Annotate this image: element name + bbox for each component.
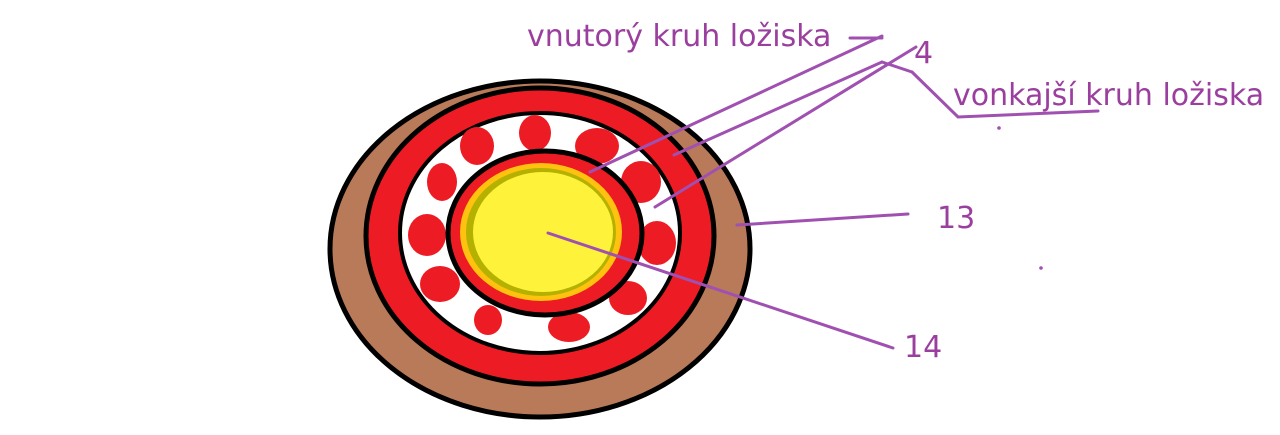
leader-line-outer-ring [910, 70, 1100, 119]
ball [427, 163, 457, 201]
leader-line-4 [672, 60, 884, 157]
ball [460, 127, 494, 165]
stray-dot [997, 126, 1001, 130]
leader-line-inner-ring [588, 34, 884, 174]
label-number-14: 14 [904, 330, 942, 365]
leader-line-14 [546, 231, 895, 350]
ball [575, 128, 619, 164]
shaft [473, 172, 613, 292]
stray-dot [1039, 266, 1043, 270]
leader-line-4 [880, 60, 914, 74]
ball [408, 214, 446, 256]
ball [420, 266, 460, 302]
ball [474, 305, 502, 335]
ball [548, 312, 590, 342]
bearing-balls [408, 115, 676, 342]
label-number-4: 4 [914, 36, 933, 71]
leader-line-4 [653, 45, 918, 209]
leader-line-13 [735, 212, 910, 227]
ball [638, 221, 676, 265]
leader-lines [546, 34, 1100, 350]
ball [519, 115, 551, 151]
label-number-13: 13 [937, 201, 975, 236]
label-outer-ring: vonkajší kruh ložiska [953, 78, 1264, 113]
label-inner-ring: vnutorý kruh ložiska [527, 19, 831, 54]
